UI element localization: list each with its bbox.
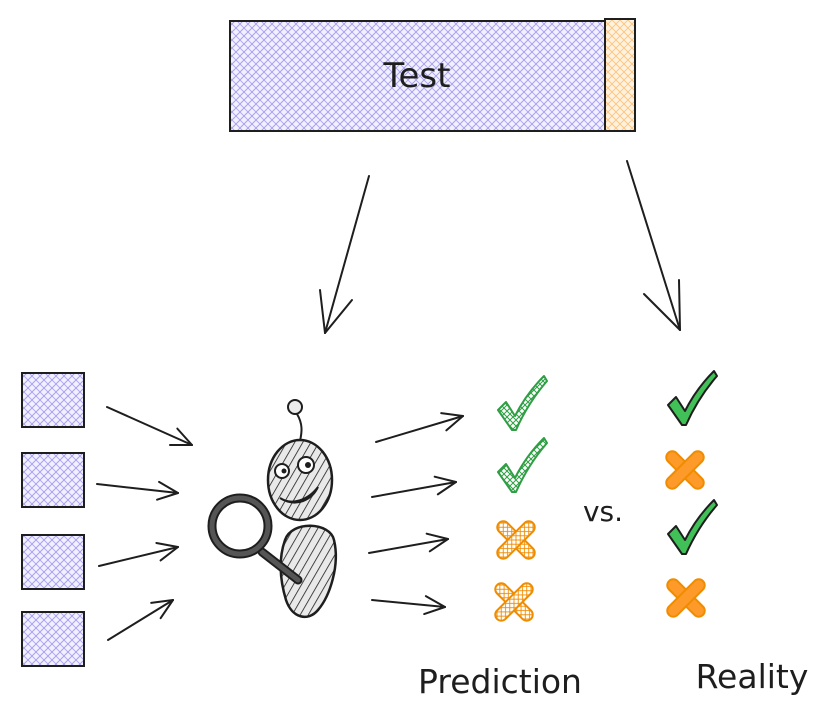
input-arrow xyxy=(96,480,179,501)
robot-antenna xyxy=(296,413,303,442)
input-sample xyxy=(21,372,85,428)
robot-mouth xyxy=(279,486,319,504)
arrow-to-model xyxy=(319,175,370,334)
prediction-cross-icon xyxy=(496,520,536,560)
output-arrow xyxy=(371,475,457,498)
vs-label: vs. xyxy=(583,495,623,528)
arrow-to-reality xyxy=(626,160,681,331)
input-arrow xyxy=(98,541,179,567)
prediction-marks xyxy=(494,375,548,622)
test-bar: Test xyxy=(229,18,636,132)
output-arrows xyxy=(368,412,464,616)
input-sample xyxy=(21,452,85,508)
prediction-check-icon xyxy=(497,375,548,431)
reality-check-icon xyxy=(667,370,718,426)
prediction-check-icon xyxy=(497,437,548,493)
magnifying-glass-icon xyxy=(207,493,303,585)
robot-antenna-ball xyxy=(287,399,303,415)
reality-marks xyxy=(665,370,718,618)
input-sample xyxy=(21,611,85,667)
input-arrows xyxy=(96,406,193,641)
prediction-label: Prediction xyxy=(418,662,582,701)
input-sample xyxy=(21,534,85,590)
output-arrow xyxy=(368,532,449,554)
reality-cross-icon xyxy=(665,450,705,490)
prediction-cross-icon xyxy=(494,582,534,622)
input-samples xyxy=(21,372,85,667)
input-arrow xyxy=(107,599,174,641)
robot-head xyxy=(266,438,334,522)
test-bar-label: Test xyxy=(383,56,451,96)
output-arrow xyxy=(371,595,446,616)
robot-body xyxy=(279,524,338,619)
reality-check-icon xyxy=(667,499,718,555)
reality-label: Reality xyxy=(696,657,809,696)
input-arrow xyxy=(106,406,193,446)
model-robot xyxy=(207,399,338,619)
reality-cross-icon xyxy=(666,578,706,618)
output-arrow xyxy=(375,412,464,443)
